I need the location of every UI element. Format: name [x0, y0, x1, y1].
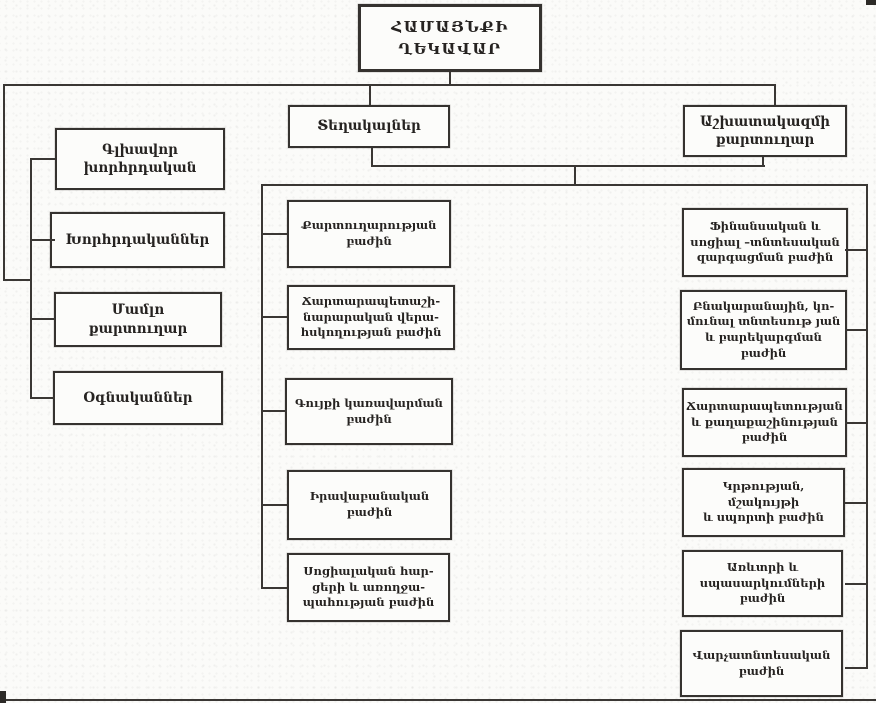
scan-artifact-bottom-left [0, 691, 6, 703]
connector-stub-education [845, 502, 866, 504]
connector-secretary-up-stub [774, 84, 776, 105]
connector-stub-social-health [261, 587, 287, 589]
connector-stub-administrative [845, 667, 868, 669]
connector-stub-finance [845, 249, 866, 251]
node-social-health-dept: Սոցիալական հար- ցերի և առողջա- պահության… [287, 553, 450, 622]
connector-stub-construction-supervision [261, 316, 287, 318]
connector-deputies-up-stub [369, 84, 371, 105]
connector-stub-housing [845, 329, 866, 331]
node-administrative-economic-dept: Վարչատնտեսական բաժին [680, 630, 843, 697]
connector-root-stub [449, 72, 451, 86]
connector-stub-secretariat [261, 233, 287, 235]
node-advisors: Խորհրդականներ [50, 212, 225, 268]
connector-stub-press-secretary [30, 318, 55, 320]
connector-left-rail-inner [30, 158, 32, 399]
node-staff-secretary: Աշխատակազմի քարտուղար [683, 105, 847, 157]
node-property-management-dept: Գույքի կառավարման բաժին [285, 378, 453, 445]
connector-top-rail [3, 84, 776, 86]
node-architecture-urban-dept: Ճարտարապետության և քաղաքաշինության բաժին [682, 388, 847, 457]
connector-lower-cross-rail [261, 184, 868, 186]
node-deputies: Տեղակալներ [288, 105, 450, 148]
node-chief-advisor: Գլխավոր խորհրդական [55, 128, 225, 190]
connector-upper-cross-rail [372, 165, 765, 167]
node-secretariat-dept: Քարտուղարության բաժին [287, 200, 451, 268]
node-assistants: Օգնականներ [53, 371, 223, 425]
connector-stub-assistants [30, 397, 55, 399]
node-legal-dept: Իրավաբանական բաժին [287, 470, 452, 540]
connector-stub-architecture [845, 422, 866, 424]
connector-secretary-rail [866, 184, 868, 669]
node-community-leader: ՀԱՄԱՅՆՔԻ ՂԵԿԱՎԱՐ [358, 4, 542, 72]
node-construction-supervision-dept: Ճարտարապետաշի- նարարական վերա- հսկողությ… [287, 285, 455, 350]
node-finance-socioeconomic-dept: Ֆինանսական և սոցիալ –տնտեսական զարգացման… [682, 208, 848, 277]
connector-secretary-down-stub [762, 157, 764, 167]
page-bottom-border [0, 699, 876, 701]
node-trade-services-dept: Առևտրի և սպասարկումների բաժին [682, 550, 843, 617]
node-education-culture-sport-dept: Կրթության, մշակույթի և սպորտի բաժին [682, 468, 845, 537]
node-press-secretary: Մամլո քարտուղար [54, 292, 222, 347]
connector-stub-trade [845, 583, 866, 585]
connector-deputies-rail [261, 184, 263, 589]
node-housing-communal-dept: Բնակարանային, կո- մունալ տնտեսութ յան և … [680, 290, 847, 370]
connector-stub-advisors [30, 239, 55, 241]
connector-stub-chief-advisor [30, 158, 55, 160]
connector-left-rail-outer [3, 84, 5, 281]
connector-stub-legal [261, 504, 287, 506]
connector-rail-tick [574, 165, 576, 186]
connector-deputies-down-stub [371, 148, 373, 167]
connector-left-jog [3, 279, 32, 281]
connector-stub-property [261, 410, 287, 412]
scan-artifact-top-right [866, 0, 876, 5]
